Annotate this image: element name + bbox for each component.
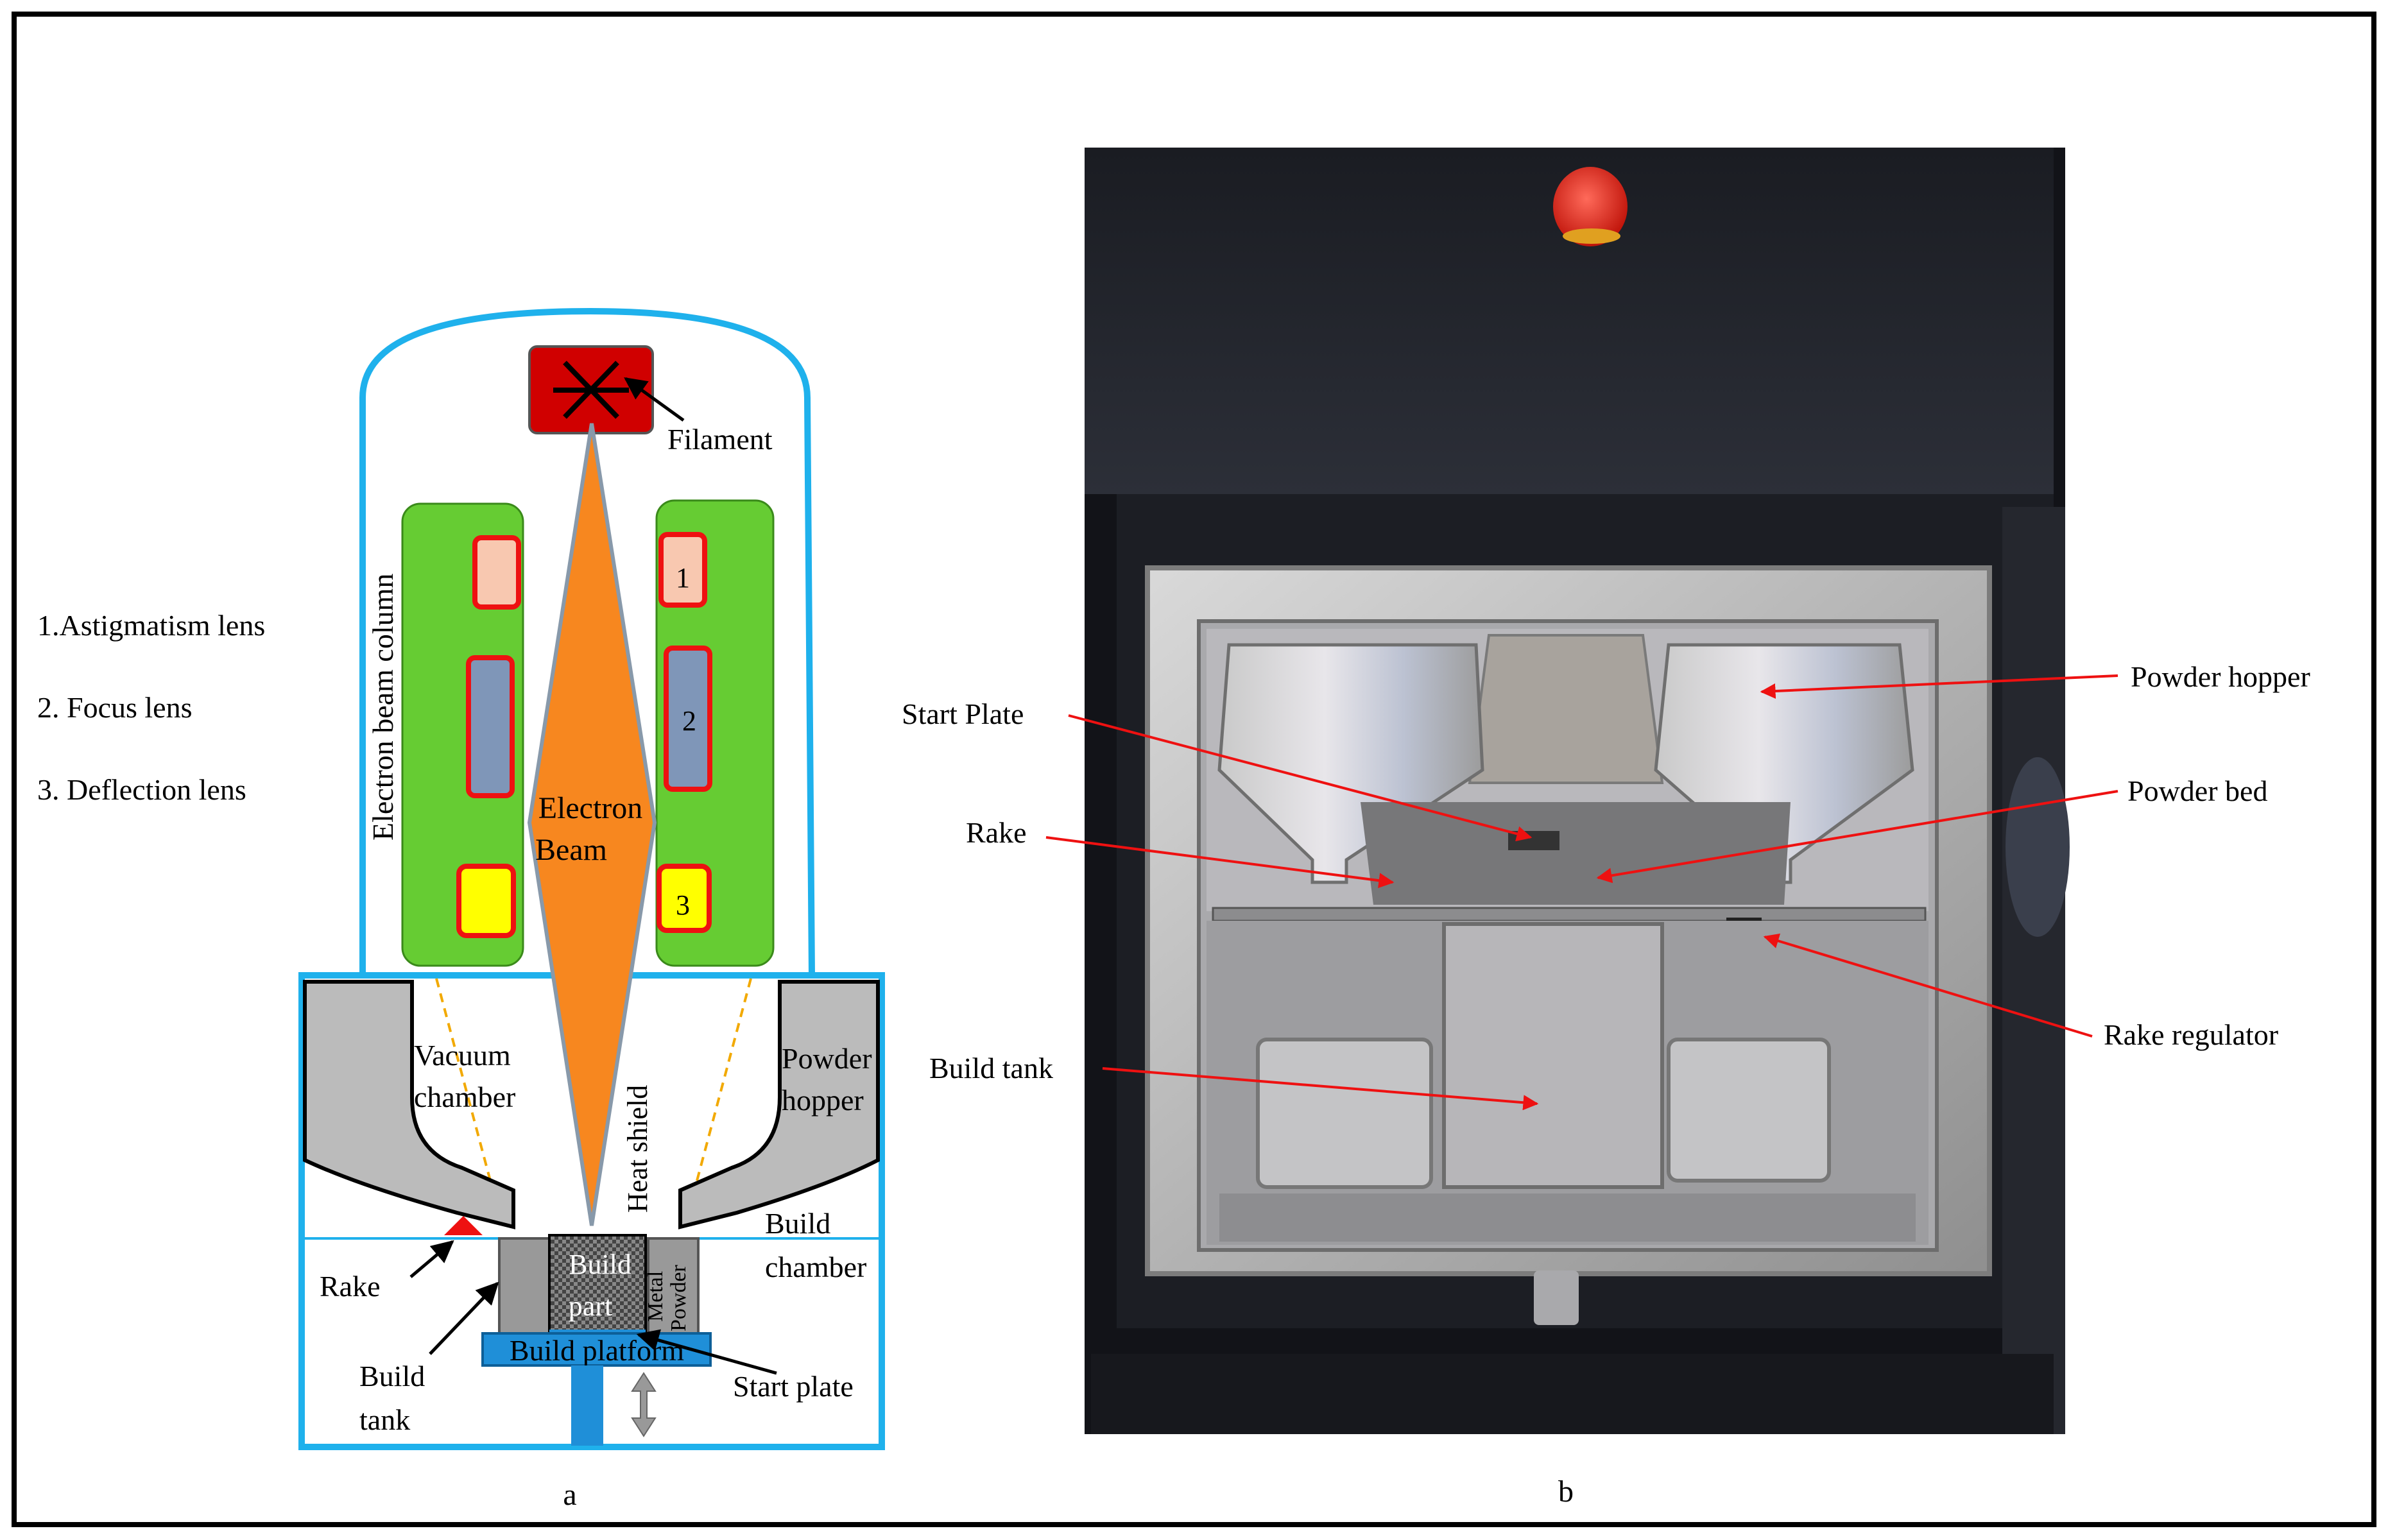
rake-bar [1212,907,1927,922]
vacuum-chamber-label-2: chamber [414,1081,515,1113]
lens-1-left [472,535,521,610]
build-tank-arrow-b [1102,1067,1539,1111]
lens-number-3: 3 [676,889,690,921]
base-panel [1091,1354,2054,1434]
powder-hopper-label-2: hopper [782,1084,864,1116]
lens-1-right [658,532,707,608]
up-down-arrow-icon [631,1372,657,1437]
rake-arrow-b [1045,836,1395,889]
rake-label-a: Rake [320,1270,381,1303]
electron-beam [527,423,657,1226]
build-tank-arrow [429,1281,499,1355]
legend-item-1: 1.Astigmatism lens [37,609,265,642]
machine-outline [359,307,815,976]
rake-regulator-label: Rake regulator [2104,1018,2278,1051]
powder-hopper-label-1: Powder [782,1042,872,1075]
rake-regulator-arrow [1763,933,2093,1038]
lens-3-right [657,864,712,933]
panel-b: Start Plate Rake Build tank Powder hoppe… [902,148,2310,1509]
rake-arrow-a [409,1240,454,1278]
latch [1534,1270,1579,1325]
powder-hopper-arrow [1760,674,2118,699]
lens-3-left [456,864,516,938]
build-part [548,1234,647,1336]
hopper-right [678,980,880,1229]
metal-powder-label-2: Powder [667,1264,691,1331]
side-door [2002,507,2065,1434]
lens-number-2: 2 [682,705,696,737]
build-part-label-1: Build [569,1249,631,1280]
metal-powder-label-1: Metal [644,1271,667,1322]
panel-a: 1.Astigmatism lens 2. Focus lens 3. Defl… [37,307,885,1512]
column-label: Electron beam column [366,574,399,841]
start-plate-label-a: Start plate [733,1370,854,1403]
hopper-left-photo [1217,643,1484,884]
filament-label: Filament [667,423,773,456]
build-chamber-label-1: Build [765,1207,830,1240]
heat-shield-label: Heat shield [622,1085,653,1213]
chamber-outline [298,972,885,1450]
legend-item-3: 3. Deflection lens [37,773,246,806]
column-right [655,499,775,967]
legend-item-2: 2. Focus lens [37,691,193,724]
powder-hopper-label-b: Powder hopper [2131,660,2310,693]
powder-bed-surface [1361,802,1791,905]
powder-bed-label: Powder bed [2127,774,2267,807]
emergency-stop-base [1563,228,1620,244]
tray-right [1667,1038,1831,1183]
emergency-stop-icon [1553,167,1628,246]
build-tank-label-2: tank [359,1403,410,1436]
heat-shield-right [685,978,752,1220]
build-tank-label-1: Build [359,1360,425,1392]
side-seal [2006,757,2070,937]
lens-number-1: 1 [676,562,690,594]
beam-label-line-1: Electron [538,791,643,825]
build-tank-label-b: Build tank [929,1052,1053,1084]
tray-left [1256,1038,1433,1189]
start-plate-arrow-b [1068,714,1533,842]
beam-label-line-2: Beam [535,833,607,867]
build-platform [481,1332,712,1367]
platform-shaft [571,1365,603,1446]
column-left [401,502,524,967]
filament-arrow [624,377,685,422]
chamber-floor [1219,1194,1916,1242]
build-part-label-2: part [569,1290,612,1322]
build-tank-photo [1442,922,1664,1189]
start-plate-arrow [636,1329,777,1375]
lens-2-left [466,655,515,798]
lens-2-right [664,646,712,792]
hopper-left [303,980,515,1229]
centre-gutter [1468,634,1664,784]
start-plate-label-b: Start Plate [902,697,1024,730]
rake-marker [444,1216,483,1235]
rake-label-b: Rake [966,816,1027,849]
powder-bed-arrow [1596,790,2118,884]
vacuum-chamber-label-1: Vacuum [414,1039,511,1072]
build-tank-wall-left [498,1237,551,1336]
panel-b-caption: b [1558,1475,1574,1509]
panel-a-caption: a [563,1478,576,1512]
filament-icon [553,361,629,419]
build-chamber-label-2: chamber [765,1251,866,1283]
